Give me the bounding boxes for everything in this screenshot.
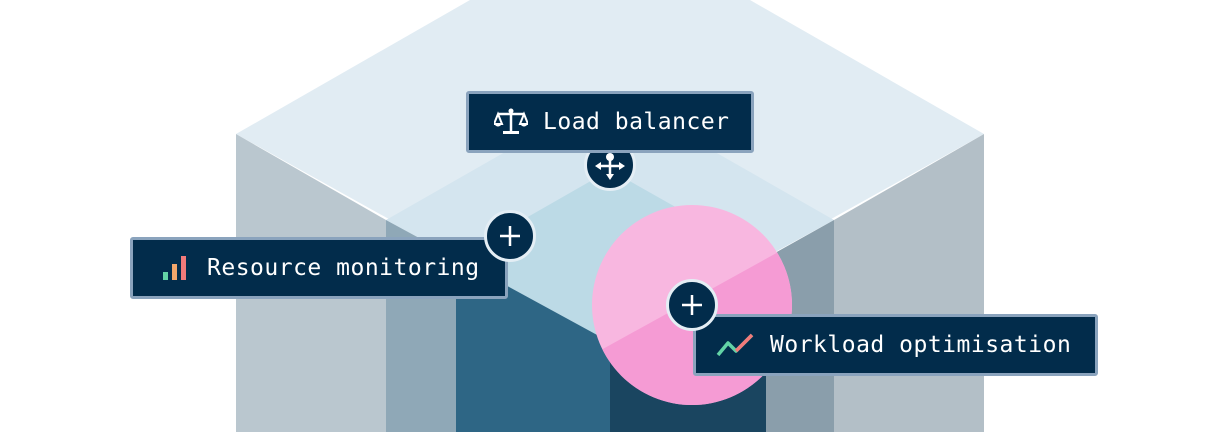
bar-chart-icon xyxy=(157,250,193,286)
expand-workload-optimisation-button[interactable] xyxy=(666,279,718,331)
load-balancer-label[interactable]: Load balancer xyxy=(466,91,754,153)
network-hub-icon xyxy=(595,153,625,180)
core-left-face xyxy=(456,258,610,432)
load-balancer-text: Load balancer xyxy=(543,109,730,135)
plus-icon xyxy=(500,226,520,246)
resource-monitoring-text: Resource monitoring xyxy=(207,255,480,281)
workload-optimisation-text: Workload optimisation xyxy=(770,332,1072,358)
plus-icon xyxy=(682,295,702,315)
trend-line-icon xyxy=(716,327,756,363)
workload-optimisation-label[interactable]: Workload optimisation xyxy=(693,314,1098,376)
expand-resource-monitoring-button[interactable] xyxy=(484,210,536,262)
scale-icon xyxy=(493,104,529,140)
resource-monitoring-label[interactable]: Resource monitoring xyxy=(130,237,508,299)
